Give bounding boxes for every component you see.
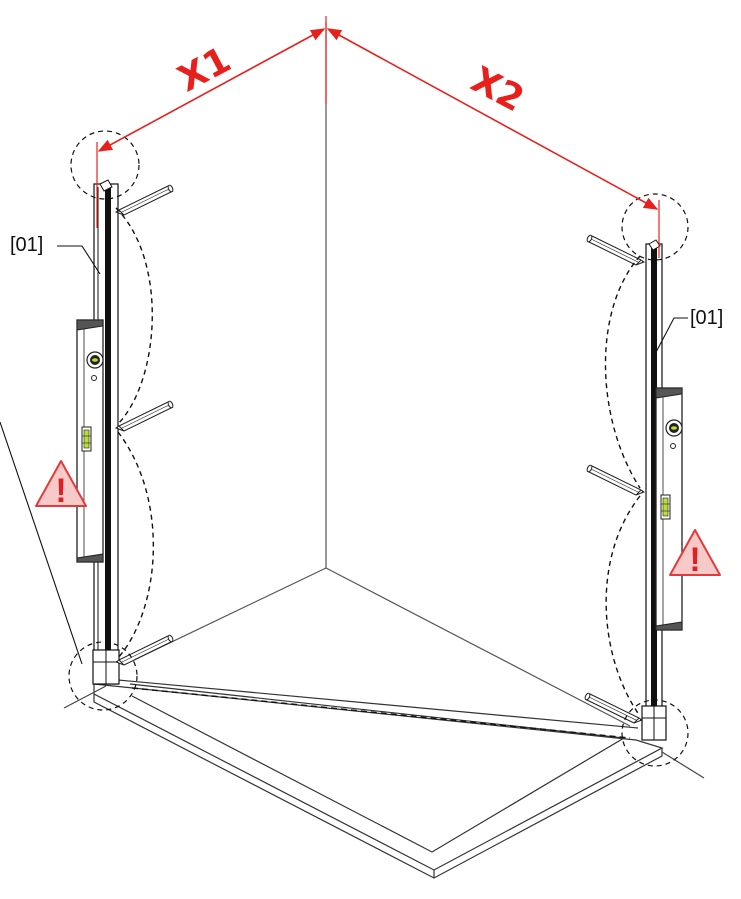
shower-tray (63, 679, 705, 879)
hole-mark-links (115, 207, 641, 717)
spirit-level-icon (655, 387, 683, 631)
spirit-level-icon (76, 319, 104, 563)
warning-icon: ! (669, 529, 721, 579)
part-leader-left (57, 245, 101, 275)
warning-icon: ! (35, 460, 87, 510)
svg-text:!: ! (55, 472, 66, 510)
x1-label: X1 (172, 39, 238, 100)
leader-to-corner (0, 421, 83, 665)
room-walls (133, 22, 631, 727)
pencil-icon (585, 233, 645, 266)
svg-text:!: ! (689, 541, 700, 579)
dimension-lines (96, 16, 660, 258)
x2-label: X2 (464, 59, 530, 120)
pencil-icon (115, 399, 175, 432)
diagonal-check-line (131, 687, 631, 739)
dimension-x1 (97, 28, 326, 152)
pencil-icon (583, 691, 643, 724)
dimension-x2 (326, 28, 659, 210)
pencil-icon (115, 183, 175, 216)
part-label-right: [01] (690, 307, 723, 329)
detail-circles (68, 130, 689, 767)
part-label-left: [01] (10, 234, 43, 256)
part-leader-right (653, 317, 688, 357)
